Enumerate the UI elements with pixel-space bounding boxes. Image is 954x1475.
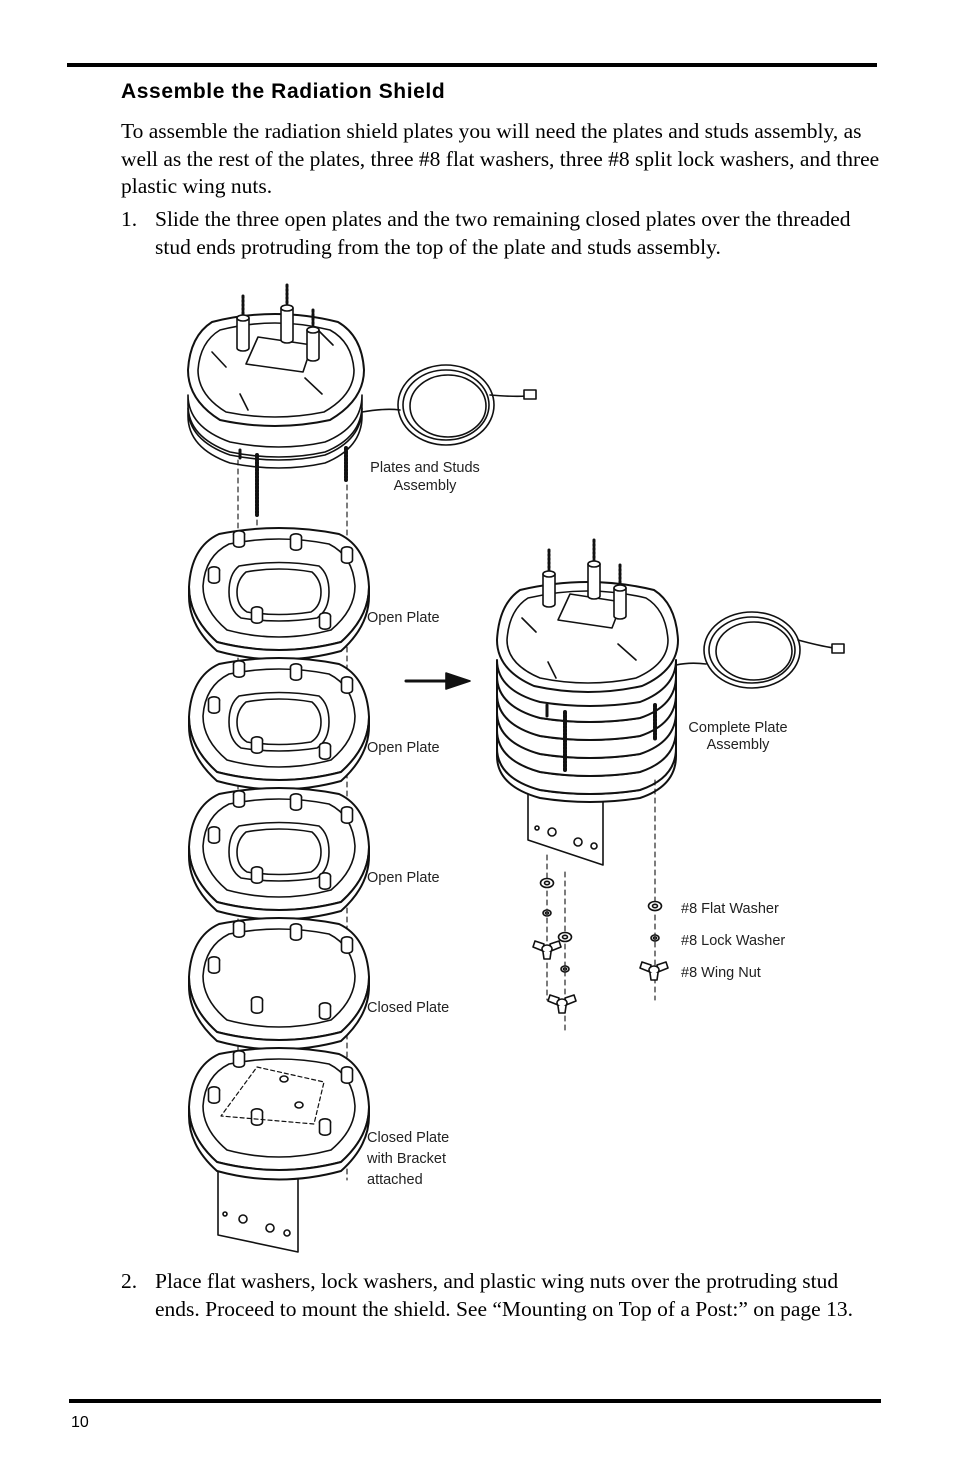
alignment-lines-right	[546, 779, 656, 1031]
hardware-legend	[639, 900, 669, 981]
label-flat-washer: #8 Flat Washer	[681, 901, 779, 917]
plates-studs-assembly-drawing	[187, 283, 537, 517]
assembly-arrow	[404, 672, 471, 690]
open-plate-1-drawing	[188, 527, 370, 661]
lock-washer-icon	[650, 934, 660, 942]
step-1-number: 1.	[121, 207, 138, 231]
complete-plate-assembly-drawing	[496, 538, 845, 866]
open-plate-2-drawing	[188, 657, 370, 791]
label-plates-studs-2: Assembly	[394, 478, 458, 494]
open-plate-3-drawing	[188, 787, 370, 921]
bottom-rule	[69, 1399, 881, 1403]
label-closed-plate: Closed Plate	[367, 1000, 449, 1016]
closed-plate-bracket-drawing	[188, 1047, 370, 1253]
label-open-plate-2: Open Plate	[367, 740, 440, 756]
step-1: 1. Slide the three open plates and the t…	[121, 206, 881, 266]
top-rule	[67, 63, 877, 67]
flat-washer-icon	[647, 900, 663, 912]
label-wing-nut: #8 Wing Nut	[681, 965, 761, 981]
label-plates-studs-1: Plates and Studs	[370, 460, 480, 476]
step-2-number: 2.	[121, 1269, 138, 1293]
label-complete-1: Complete Plate	[688, 720, 787, 736]
intro-paragraph: To assemble the radiation shield plates …	[121, 119, 880, 198]
label-bracket-3: attached	[367, 1172, 423, 1188]
hardware-stack	[532, 877, 577, 1014]
page-number: 10	[71, 1414, 89, 1431]
step-2: 2. Place flat washers, lock washers, and…	[121, 1268, 881, 1358]
label-complete-2: Assembly	[707, 737, 771, 753]
step-1-text: Slide the three open plates and the two …	[155, 207, 851, 259]
label-open-plate-3: Open Plate	[367, 870, 440, 886]
wing-nut-icon	[639, 961, 669, 981]
label-bracket-1: Closed Plate	[367, 1130, 449, 1146]
step-2-text: Place flat washers, lock washers, and pl…	[155, 1269, 853, 1321]
label-lock-washer: #8 Lock Washer	[681, 933, 785, 949]
label-open-plate-1: Open Plate	[367, 610, 440, 626]
label-bracket-2: with Bracket	[366, 1151, 446, 1167]
closed-plate-drawing	[188, 917, 370, 1051]
section-heading: Assemble the Radiation Shield	[121, 80, 446, 103]
